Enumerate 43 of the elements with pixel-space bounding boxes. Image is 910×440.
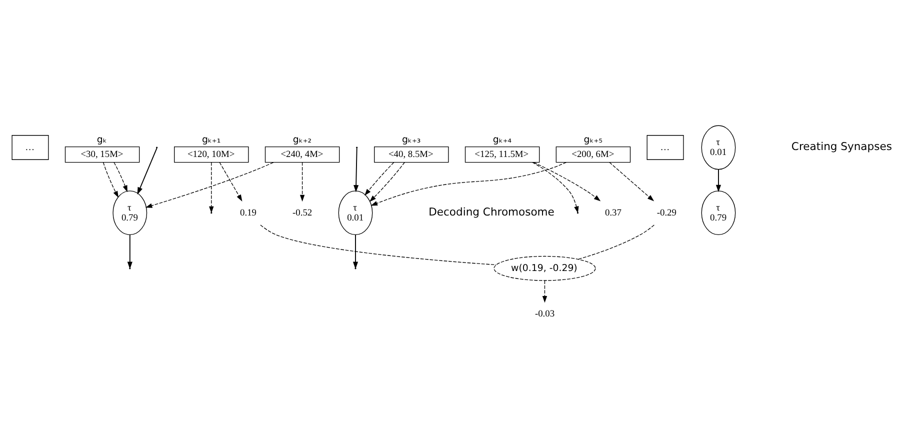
node-ellipse: w(0.19, -0.29) bbox=[494, 256, 596, 281]
arrow bbox=[102, 162, 119, 198]
node-label: gₖ₊₅ bbox=[584, 134, 603, 146]
connector bbox=[578, 224, 654, 260]
node-text: 0.19 bbox=[240, 208, 256, 218]
label: Creating Synapses bbox=[791, 140, 892, 154]
connector bbox=[260, 224, 496, 266]
arrow bbox=[354, 148, 359, 192]
arrow bbox=[137, 148, 158, 195]
arrow bbox=[534, 162, 601, 202]
arrow bbox=[145, 162, 274, 208]
arrow bbox=[300, 162, 305, 202]
node-label: gₖ₊₂ bbox=[292, 134, 312, 146]
node-box: <30, 15M> bbox=[64, 146, 140, 163]
arrow bbox=[369, 162, 405, 202]
node-box: <40, 8.5M> bbox=[374, 146, 449, 163]
arrow bbox=[219, 162, 242, 202]
node-box: <120, 10M> bbox=[174, 146, 249, 163]
node-label: gₖ₊₃ bbox=[402, 134, 421, 146]
arrow bbox=[364, 162, 394, 196]
node-label: gₖ₊₄ bbox=[492, 134, 512, 146]
arrow bbox=[542, 280, 548, 303]
node-text: -0.29 bbox=[656, 208, 676, 218]
node-box: <240, 4M> bbox=[264, 146, 340, 163]
arrow bbox=[716, 169, 722, 192]
node-box: … bbox=[12, 135, 49, 160]
node-text: -0.03 bbox=[534, 310, 555, 320]
node-ellipse: τ 0.79 bbox=[701, 190, 736, 236]
node-label: gₖ₊₁ bbox=[202, 134, 221, 146]
node-box: <125, 11.5M> bbox=[464, 146, 540, 163]
arrow bbox=[114, 162, 128, 192]
arrow bbox=[532, 162, 579, 214]
node-box: <200, 6M> bbox=[556, 146, 631, 163]
arrow bbox=[609, 162, 654, 202]
node-ellipse: τ 0.01 bbox=[701, 125, 736, 170]
node-text: -0.52 bbox=[292, 208, 312, 218]
node-ellipse: τ 0.01 bbox=[338, 190, 373, 236]
arrow bbox=[209, 162, 214, 214]
node-box: … bbox=[646, 135, 684, 160]
node-text: 0.37 bbox=[605, 208, 622, 218]
label: Decoding Chromosome bbox=[428, 205, 554, 218]
arrow bbox=[370, 162, 567, 206]
node-label: gₖ bbox=[96, 134, 107, 146]
